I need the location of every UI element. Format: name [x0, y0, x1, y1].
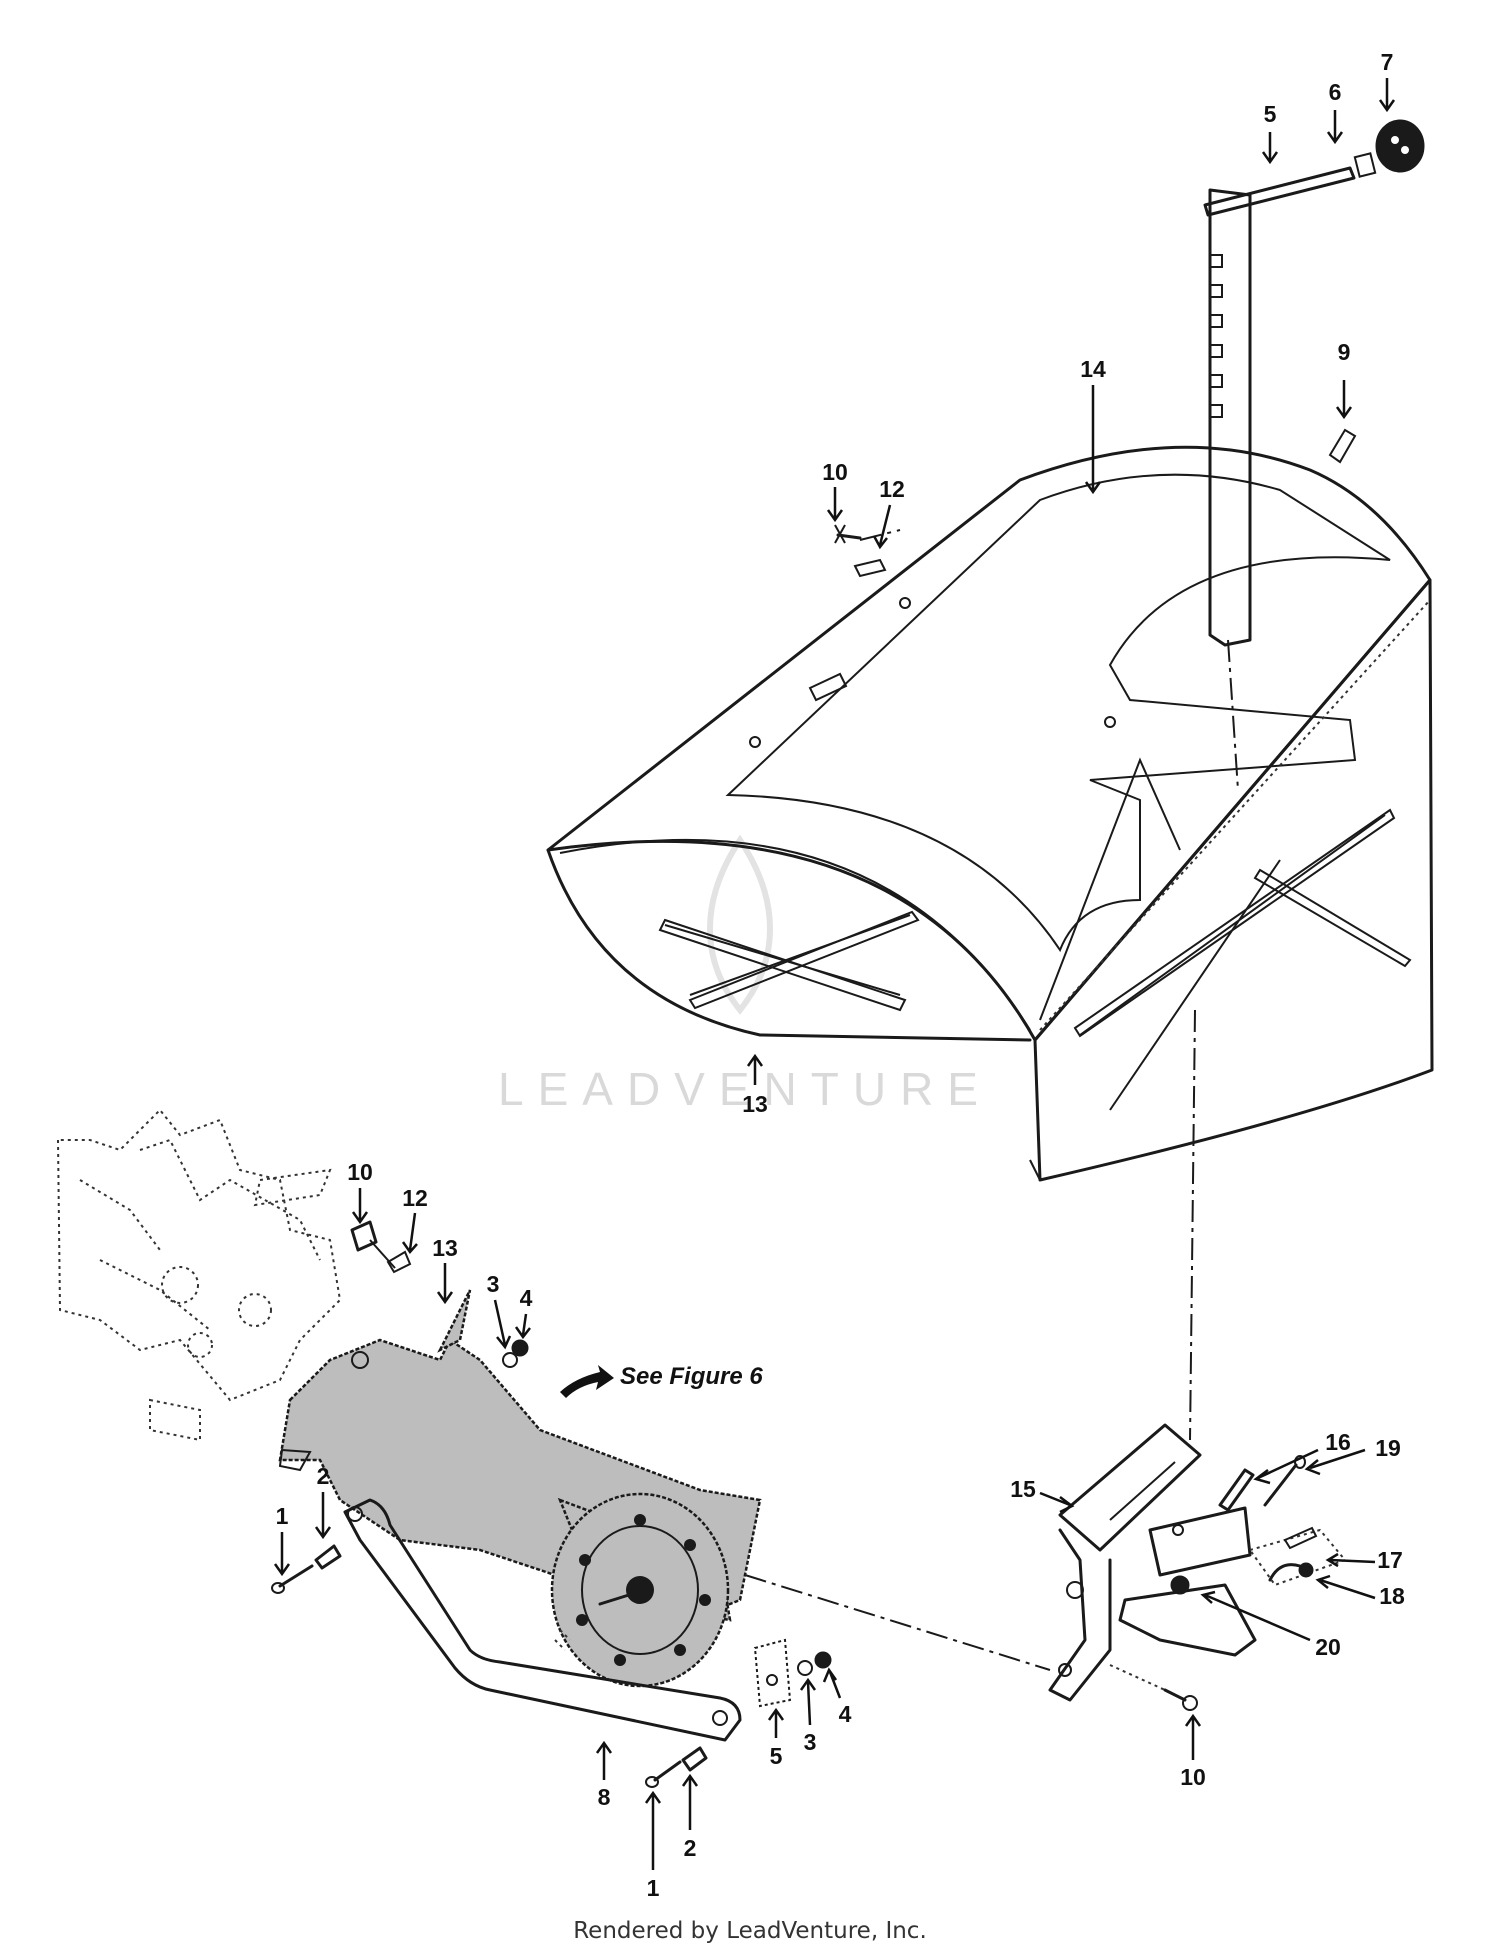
tine-housing [278, 1289, 762, 1688]
callout-4-upper: 4 [520, 1285, 533, 1311]
callout-10-bracket: 10 [1180, 1764, 1206, 1790]
callout-7: 7 [1381, 49, 1394, 75]
depth-bar [1203, 119, 1425, 791]
see-figure-note: See Figure 6 [620, 1363, 763, 1390]
footer-credit: Rendered by LeadVenture, Inc. [573, 1918, 927, 1944]
callout-12-upper: 12 [879, 476, 905, 502]
mounting-bracket [1048, 1009, 1347, 1711]
callout-3-lower: 3 [804, 1729, 817, 1755]
callout-15: 15 [1010, 1476, 1036, 1502]
callout-13-housing: 13 [432, 1235, 458, 1261]
callout-labels: 5 6 7 14 9 10 12 13 10 12 13 3 4 2 1 15 … [276, 49, 1405, 1901]
callout-5-lower: 5 [770, 1743, 783, 1769]
callout-13-shield: 13 [742, 1091, 768, 1117]
callout-18: 18 [1379, 1583, 1405, 1609]
housing-fasteners [350, 1220, 529, 1368]
callout-2-upper: 2 [317, 1463, 330, 1489]
callout-16: 16 [1325, 1429, 1351, 1455]
callout-14: 14 [1080, 356, 1106, 382]
tine-shield [546, 445, 1434, 1182]
callout-4-lower: 4 [839, 1701, 852, 1727]
callout-5: 5 [1264, 101, 1277, 127]
watermark-text: LEADVENTURE [498, 1063, 992, 1115]
callout-10-upper: 10 [822, 459, 848, 485]
see-figure-arrow: See Figure 6 [560, 1363, 763, 1398]
callout-17: 17 [1377, 1547, 1403, 1573]
callout-1-upper: 1 [276, 1503, 289, 1529]
callout-19: 19 [1375, 1435, 1401, 1461]
upper-fastener [834, 524, 901, 578]
callout-10-housing: 10 [347, 1159, 373, 1185]
callout-9: 9 [1338, 339, 1351, 365]
drag-bar [271, 1498, 832, 1788]
callout-12-housing: 12 [402, 1185, 428, 1211]
assembly-centerline [744, 1574, 1051, 1671]
callout-1-lower: 1 [647, 1875, 660, 1901]
callout-8: 8 [598, 1784, 611, 1810]
callout-6: 6 [1329, 79, 1342, 105]
callout-2-lower: 2 [684, 1835, 697, 1861]
callout-3-upper: 3 [487, 1271, 500, 1297]
engine-frame [56, 1108, 342, 1442]
callout-20: 20 [1315, 1634, 1341, 1660]
watermark: LEADVENTURE [498, 834, 992, 1115]
callout-arrows [273, 78, 1396, 1870]
